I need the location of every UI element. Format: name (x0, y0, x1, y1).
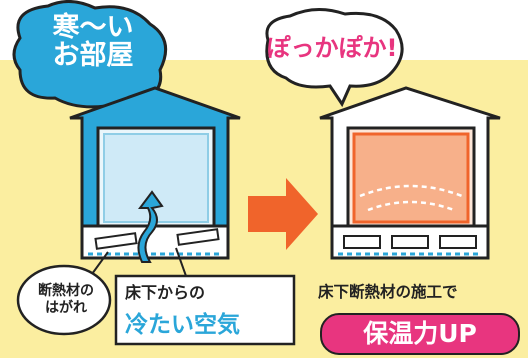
construction-label: 床下断熱材の施工で (318, 283, 458, 301)
warm-house (319, 86, 501, 260)
warm-speech-bubble (265, 8, 404, 108)
cold-air-arrow (137, 190, 164, 263)
transition-arrow (248, 178, 318, 250)
peel-label: 断熱材の はがれ (38, 283, 94, 316)
cold-speech-bubble (12, 0, 168, 127)
under-floor-label: 床下からの (125, 283, 206, 302)
cold-air-label-box (114, 274, 296, 346)
peeled-insulation (94, 232, 138, 250)
cold-house (69, 86, 241, 263)
cold-room-text: 寒〜い お部屋 (52, 12, 134, 72)
result-badge: 保温力UP (320, 313, 520, 355)
warm-room-text: ぽっかぽか! (266, 34, 398, 62)
peel-label-circle (16, 264, 112, 336)
cold-air-label: 冷たい空気 (125, 312, 240, 338)
insulation-panel (343, 235, 381, 249)
